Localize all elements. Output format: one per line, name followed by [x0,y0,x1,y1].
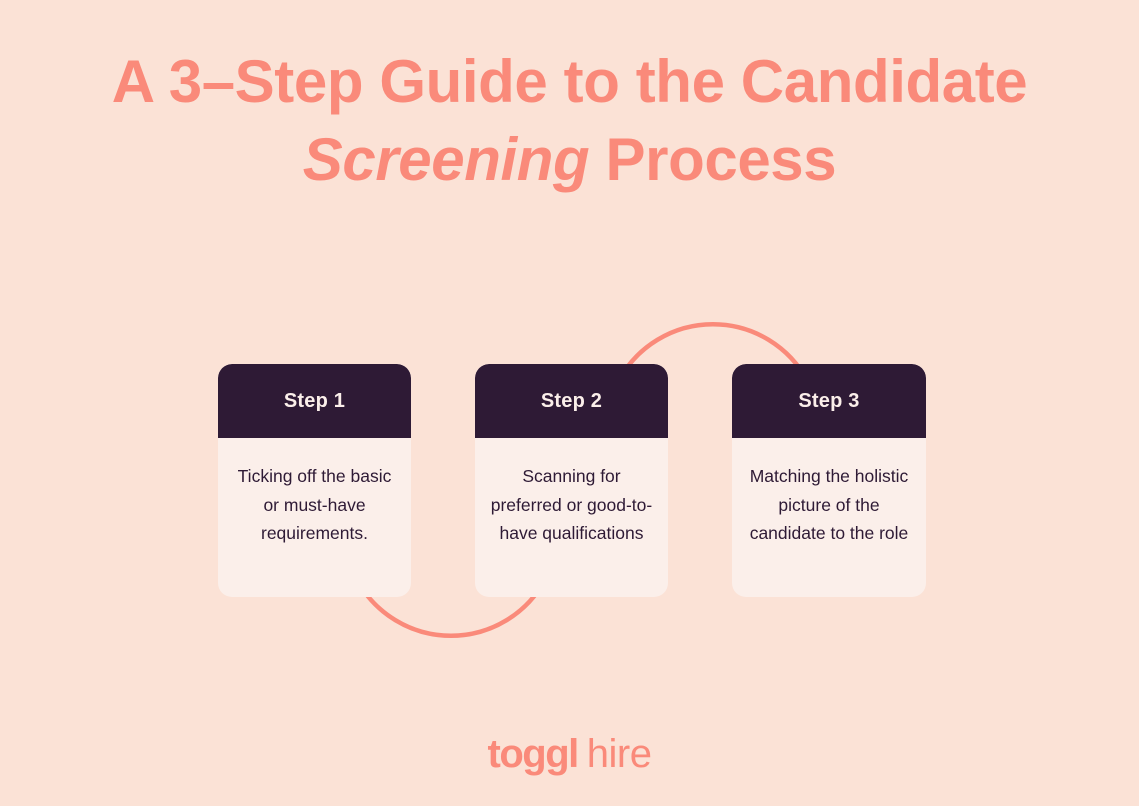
page-title: A 3–Step Guide to the Candidate Screenin… [0,52,1139,190]
step-card-3-header: Step 3 [732,364,926,438]
step-card-3: Step 3 Matching the holistic picture of … [732,364,926,597]
step-card-3-body: Matching the holistic picture of the can… [732,438,926,597]
title-line-1: A 3–Step Guide to the Candidate [111,48,1028,115]
step-card-2-header-label: Step 2 [540,389,603,412]
step-card-1-body-text: Ticking off the basic or must-have requi… [237,466,392,543]
step-card-2: Step 2 Scanning for preferred or good-to… [475,364,668,597]
step-card-1-header: Step 1 [218,364,411,438]
logo-word-hire: hire [586,732,652,776]
step-card-2-body-text: Scanning for preferred or good-to-have q… [490,466,653,543]
title-line-2: Screening Process [0,130,1139,190]
step-card-1-body: Ticking off the basic or must-have requi… [218,438,411,597]
step-card-1-header-label: Step 1 [283,389,346,412]
step-card-2-body: Scanning for preferred or good-to-have q… [475,438,668,597]
title-line-2-rest: Process [589,126,837,193]
step-card-1: Step 1 Ticking off the basic or must-hav… [218,364,411,597]
step-card-3-header-label: Step 3 [798,389,860,412]
title-emphasis: Screening [302,126,590,193]
logo-mark-toggl: toggl [487,732,580,776]
step-card-3-body-text: Matching the holistic picture of the can… [749,466,909,543]
step-card-2-header: Step 2 [475,364,668,438]
